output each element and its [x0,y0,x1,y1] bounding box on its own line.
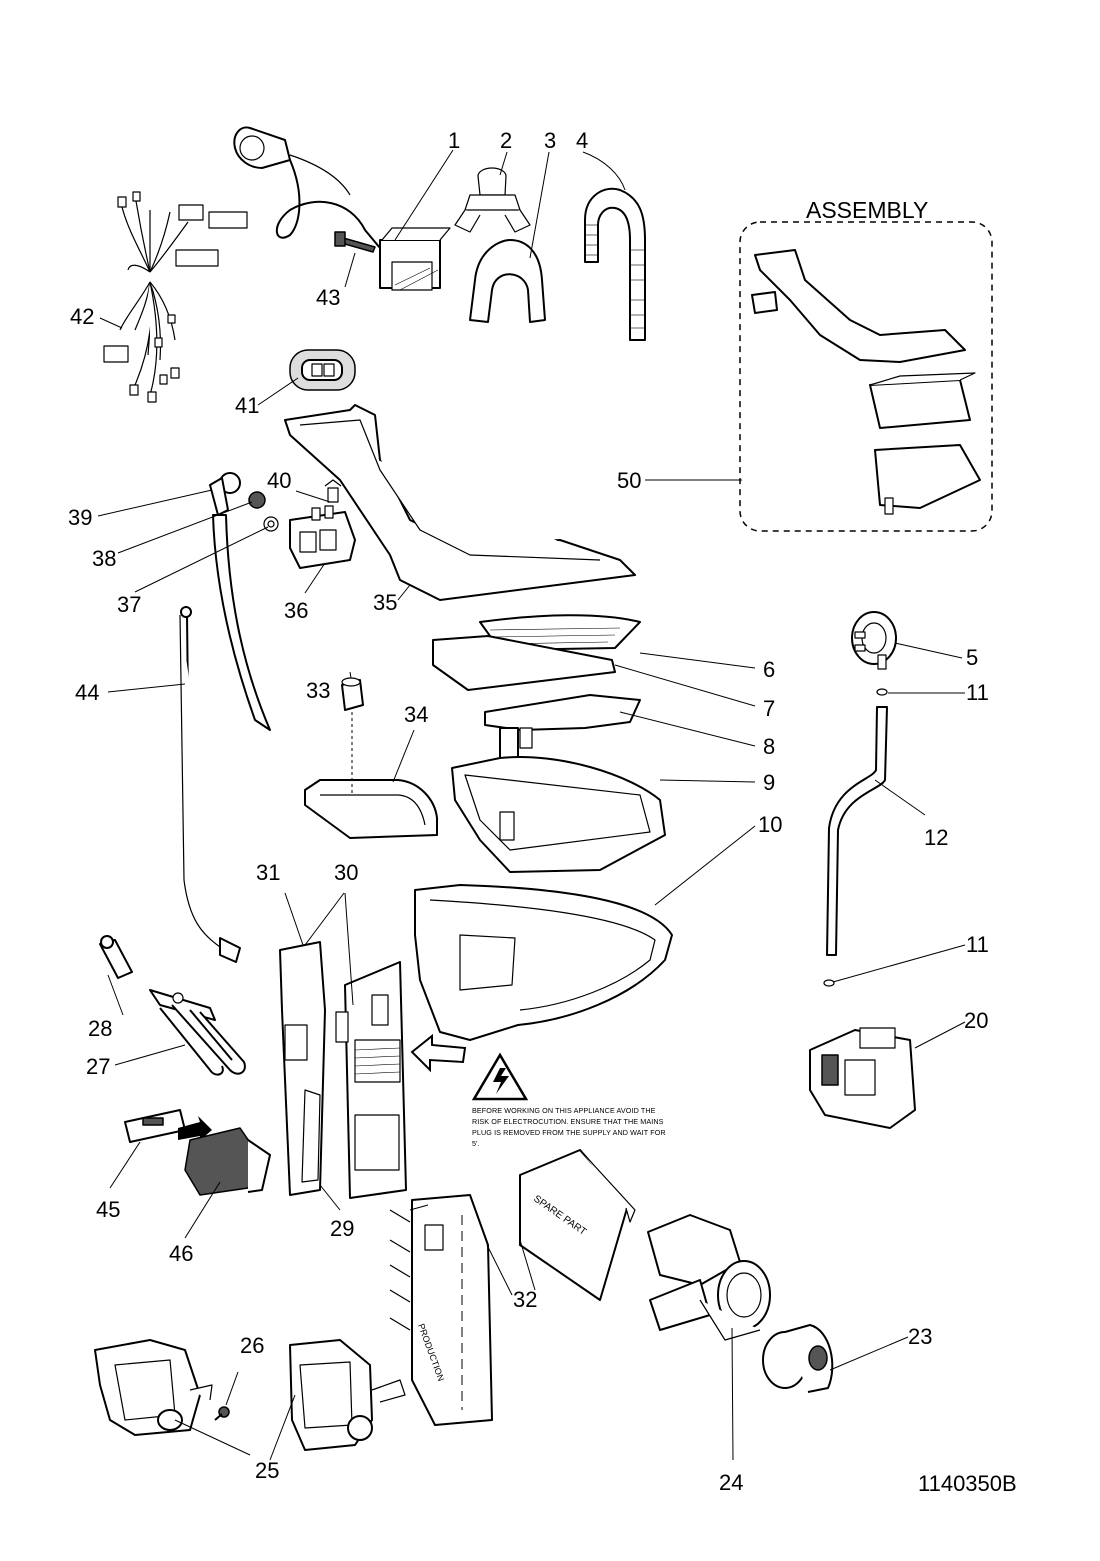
warning-line-3: PLUG IS REMOVED FROM THE SUPPLY AND WAIT… [472,1128,666,1137]
part-43-screw[interactable] [334,231,376,253]
callout-12: 12 [924,825,948,850]
callout-23: 23 [908,1324,932,1349]
part-11-clip-lower[interactable] [823,979,835,987]
part-37-washer[interactable] [263,516,279,532]
callout-36: 36 [284,598,308,623]
part-10-dispenser-housing[interactable] [414,884,673,1041]
part-38-filter-ring[interactable] [248,491,266,509]
arrow-insert-card [178,1116,212,1142]
part-2-y-connector[interactable] [454,167,531,233]
part-31-board-cover[interactable] [279,941,326,1196]
callout-8: 8 [763,734,775,759]
part-44-inlet-hose[interactable] [179,514,271,963]
callout-28: 28 [88,1016,112,1041]
callout-25: 25 [255,1458,279,1483]
part-11-clip-upper[interactable] [876,688,888,696]
part-25-pump-motor-a[interactable] [94,1339,213,1436]
callout-11-lower: 11 [966,932,989,957]
assembly-group-50[interactable] [739,221,993,532]
part-26-screw[interactable] [214,1406,230,1421]
part-1-mains-cable[interactable] [233,126,451,291]
callout-38: 38 [92,546,116,571]
part-9-detergent-drawer[interactable] [451,756,666,873]
callout-32: 32 [513,1287,537,1312]
callout-40: 40 [267,468,291,493]
part-33-cap[interactable] [341,677,364,711]
callout-24: 24 [719,1470,743,1495]
part-23-pump-filter[interactable] [762,1324,834,1393]
part-5-pressure-switch[interactable] [851,611,897,670]
electrical-warning-sign [471,1052,529,1101]
warning-line-1: BEFORE WORKING ON THIS APPLIANCE AVOID T… [472,1106,656,1115]
callout-44: 44 [75,680,99,705]
part-32-spare-part-card[interactable]: SPARE PART [519,1149,636,1301]
callout-2: 2 [500,128,512,153]
part-34-tray[interactable] [304,712,438,839]
callout-34: 34 [404,702,428,727]
part-27-heating-element[interactable] [149,989,246,1076]
callout-30: 30 [334,860,358,885]
part-4-drain-hose[interactable] [584,187,646,341]
callout-5: 5 [966,645,978,670]
callout-3: 3 [544,128,556,153]
part-36-inlet-valve[interactable] [289,505,356,569]
warning-line-4: 5'. [472,1139,480,1148]
callout-11-upper: 11 [966,680,989,705]
part-30-main-board[interactable] [344,961,407,1199]
callout-35: 35 [373,590,397,615]
callout-31: 31 [256,860,280,885]
callout-6: 6 [763,657,775,682]
callout-9: 9 [763,770,775,795]
callout-41: 41 [235,393,259,418]
part-24-drain-pump[interactable] [647,1214,771,1341]
part-41-grommet[interactable] [289,349,356,391]
part-39-hose-elbow[interactable] [209,472,241,516]
warning-line-2: RISK OF ELECTROCUTION. ENSURE THAT THE M… [472,1117,664,1126]
callout-labels: 1 2 3 4 5 6 7 8 9 10 11 11 12 20 23 24 2… [68,128,989,1495]
callout-45: 45 [96,1197,120,1222]
callout-33: 33 [306,678,330,703]
callout-50: 50 [617,468,641,493]
callout-42: 42 [70,304,94,329]
callout-27: 27 [86,1054,110,1079]
callout-4: 4 [576,128,588,153]
part-32-production-card[interactable]: PRODUCTION [389,1194,493,1426]
callout-43: 43 [316,285,340,310]
part-12-pressure-tube[interactable] [826,706,888,956]
callout-20: 20 [964,1008,988,1033]
part-7-cover-plate[interactable] [432,635,616,691]
part-8-siphon[interactable] [484,694,641,759]
assembly-title: ASSEMBLY [806,197,928,223]
callout-37: 37 [117,592,141,617]
arrow-to-board [410,1033,467,1073]
part-29-connector-strip[interactable] [335,1011,349,1043]
callout-1: 1 [448,128,460,153]
callout-39: 39 [68,505,92,530]
callout-29: 29 [330,1216,354,1241]
part-45-key-card[interactable] [124,1109,186,1143]
part-46-programmer-module[interactable] [184,1127,271,1196]
part-42-wiring-harness[interactable] [103,191,248,403]
callout-26: 26 [240,1333,264,1358]
part-25-pump-motor-b[interactable] [289,1339,406,1451]
callout-46: 46 [169,1241,193,1266]
callout-10: 10 [758,812,782,837]
part-40-valve-connector[interactable] [324,479,342,503]
callout-7: 7 [763,696,775,721]
leader-lines [97,149,966,1461]
part-28-ntc-probe[interactable] [99,935,133,979]
drawing-code: 1140350B [918,1471,1017,1496]
part-20-door-lock[interactable] [809,1027,916,1129]
part-35-dispenser-top-cover[interactable] [284,404,636,601]
part-3-hose-bracket[interactable] [469,239,546,323]
